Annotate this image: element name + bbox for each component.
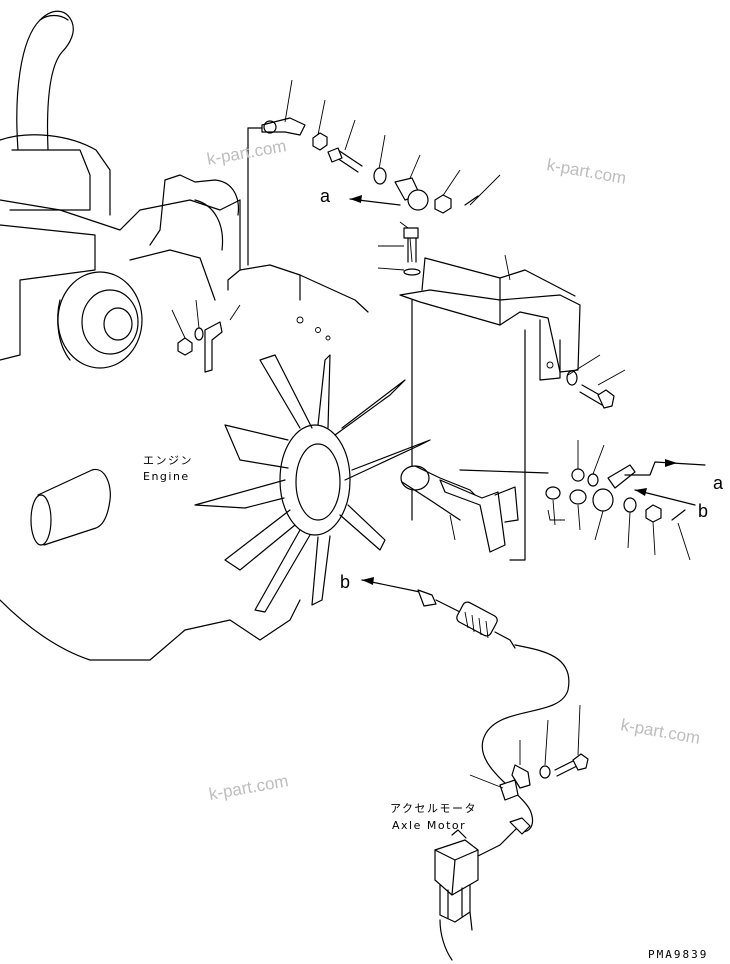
- top-hardware: [247, 79, 501, 266]
- left-link-hardware: [171, 299, 241, 373]
- lever-assembly: [400, 440, 706, 561]
- watermark: k-part.com: [545, 155, 627, 188]
- ref-label-b-right: b: [698, 501, 708, 521]
- ref-label-b-left: b: [340, 572, 350, 592]
- watermark: k-part.com: [619, 715, 701, 748]
- drawing-code: PMA9839: [648, 948, 708, 961]
- engine-outline: [0, 10, 369, 661]
- watermark: k-part.com: [205, 136, 287, 169]
- axle-motor: [434, 817, 531, 961]
- motor-label-jp: アクセルモータ: [390, 802, 477, 815]
- watermark: k-part.com: [207, 771, 289, 804]
- ref-label-a-right: a: [713, 473, 724, 493]
- cooling-fan: [194, 354, 431, 613]
- motor-label-en: Axle Motor: [392, 819, 466, 832]
- throttle-cable: [361, 577, 589, 833]
- engine-label-en: Engine: [143, 470, 190, 483]
- ref-label-a-top: a: [320, 186, 331, 206]
- engine-label-jp: エンジン: [143, 454, 193, 467]
- throttle-bracket: [377, 221, 626, 561]
